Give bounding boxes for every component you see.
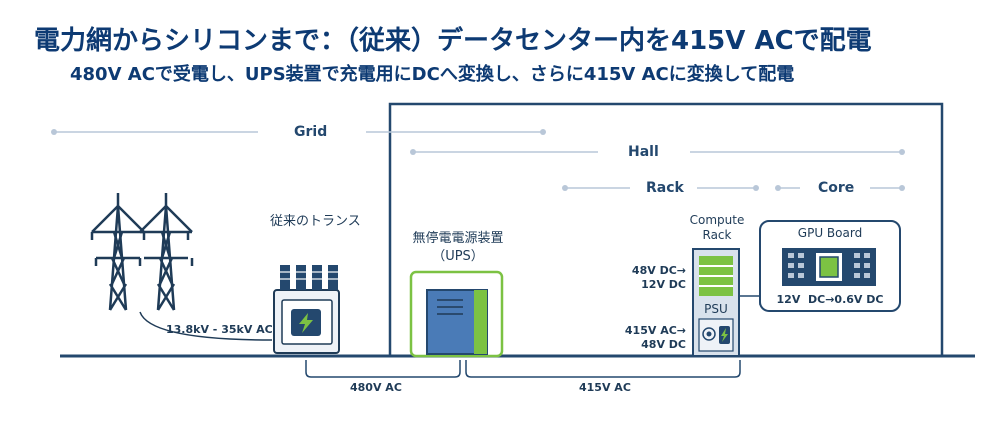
voltage-label-psu-2: 48V DC [641, 338, 686, 351]
voltage-label-psu-1: 415V AC→ [624, 324, 686, 337]
transformer-label: 従来のトランス [270, 214, 361, 229]
transmission-tower-icon [90, 193, 146, 311]
hall-scope-line [410, 149, 905, 155]
scope-label-grid: Grid [294, 124, 328, 140]
rack-scope-line [562, 185, 759, 191]
bracket-480v [305, 360, 461, 378]
ups-icon [409, 270, 504, 358]
gpu-board-label: GPU Board [797, 226, 863, 240]
grid-feed-line [139, 311, 273, 341]
compute-rack-label-line2: Rack [702, 228, 732, 242]
callout-connector [739, 295, 761, 305]
scope-label-rack: Rack [646, 180, 684, 196]
ups-label-line1: 無停電電源装置 [412, 231, 504, 246]
psu-label: PSU [704, 302, 728, 316]
core-scope-line [775, 185, 905, 191]
voltage-label-415v: 415V AC [579, 381, 631, 394]
compute-rack-label-line1: Compute [689, 213, 745, 227]
voltage-label-gpu: 12V DC→0.6V DC [776, 293, 884, 306]
grid-scope-line [51, 129, 546, 135]
voltage-label-480v: 480V AC [350, 381, 402, 394]
scope-label-hall: Hall [628, 144, 659, 160]
compute-rack-icon [692, 248, 740, 357]
voltage-label-rack-dc-2: 12V DC [641, 278, 686, 291]
gpu-board-icon [759, 220, 901, 312]
voltage-label-grid: 13.8kV - 35kV AC [166, 323, 273, 336]
page-subtitle: 480V ACで受電し、UPS装置で充電用にDCへ変換し、さらに415V ACに… [70, 64, 795, 85]
scope-label-core: Core [818, 180, 855, 196]
page-title: 電力網からシリコンまで：（従来）データセンター内を415V ACで配電 [34, 26, 872, 56]
voltage-label-rack-dc-1: 48V DC→ [631, 264, 686, 277]
bracket-415v [465, 360, 741, 378]
transformer-icon [273, 265, 340, 354]
ups-label-line2: （UPS） [432, 249, 484, 264]
transmission-tower-icon [139, 193, 194, 311]
